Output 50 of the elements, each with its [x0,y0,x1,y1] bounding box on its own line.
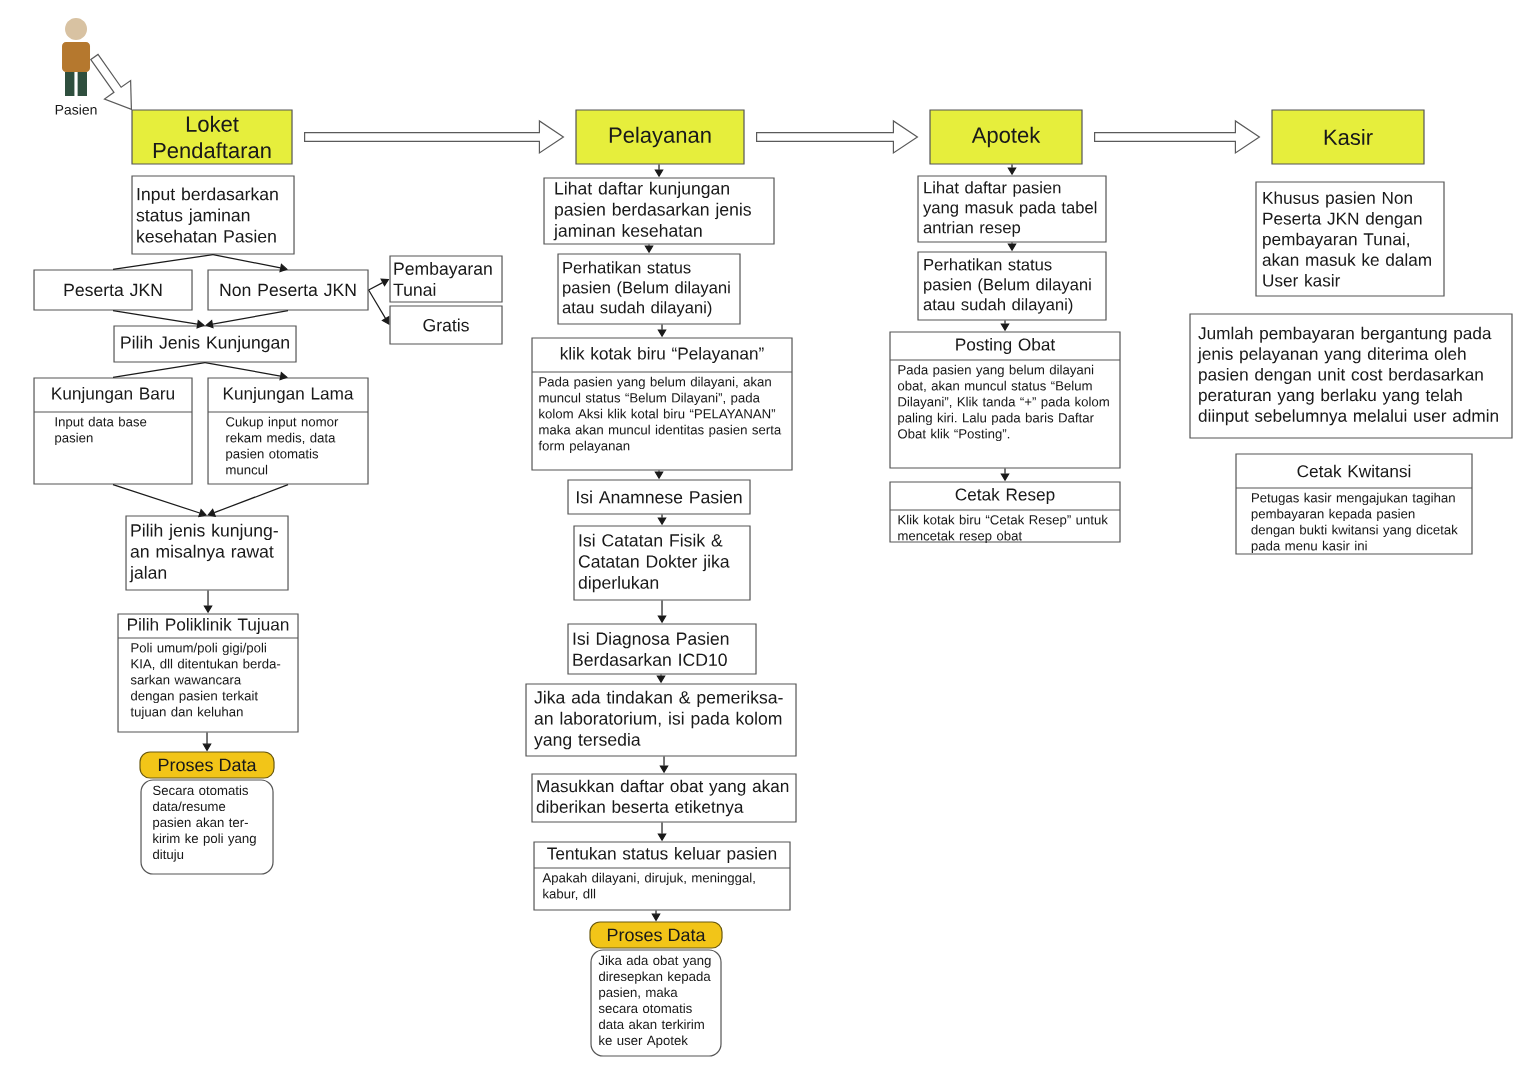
step-box: Masukkan daftar obat yang akan diberikan beserta etiketnya [531,773,797,823]
step-box [533,841,791,911]
step-box: Jika ada tindakan & pemeriksa- an laboratorium, isi pada kolom yang tersedia [525,683,797,757]
block-arrow [90,53,133,111]
step-box: Jumlah pembayaran bergantung pada jenis pelayanan yang diterima oleh pasien dengan unit cost berdasarkan peraturan yang berlaku yang telah diinput sebelumnya melalui user admin [1189,313,1513,439]
connector-line [112,254,214,270]
arrow [368,289,390,325]
step-title: Posting Obat [956,338,1056,354]
step-box: Pilih Jenis Kunjungan [113,325,297,363]
step-box: Pembayaran Tunai [389,255,503,303]
block-arrow [756,119,919,155]
step-box: Lihat daftar kunjungan pasien berdasarkan jenis jaminan kesehatan [543,177,775,245]
step-box: Lihat daftar pasien yang masuk pada tabel antrian resep [917,175,1107,243]
block-arrow [304,119,565,155]
step-box: Gratis [389,305,503,345]
arrow [212,254,288,273]
step-title: Kunjungan Baru [52,387,174,403]
step-box: Pilih jenis kunjung- an misalnya rawat jalan [125,515,289,591]
stage-box: Loket Pendaftaran [131,109,293,165]
status-pill: Proses Data [139,751,275,779]
block-arrow [1094,119,1261,155]
arrow [112,310,205,329]
step-title: Kunjungan Lama [223,387,354,403]
step-box: Isi Diagnosa Pasien Berdasarkan ICD10 [567,623,757,675]
step-box [207,377,369,485]
arrow [204,362,288,381]
step-box [531,337,793,471]
step-box: Peserta JKN [33,269,193,311]
step-box [889,481,1121,544]
arrow [205,310,289,329]
step-box [889,331,1121,469]
status-pill: Proses Data [589,921,723,949]
step-box [1235,453,1473,555]
step-title: klik kotak biru “Pelayanan” [560,347,764,363]
step-box [33,377,193,485]
step-box: Perhatikan status pasien (Belum dilayani atau sudah dilayani) [557,253,741,325]
step-title: Pilih Poliklinik Tujuan [128,618,289,634]
step-box: Khusus pasien Non Peserta JKN dengan pembayaran Tunai, akan masuk ke dalam User kasir [1255,181,1445,297]
step-title: Tentukan status keluar pasien [547,847,777,863]
step-title: Cetak Resep [955,488,1055,504]
stage-box: Apotek [929,109,1083,165]
step-box: Input berdasarkan status jaminan kesehatan Pasien [131,175,295,255]
step-box: Perhatikan status pasien (Belum dilayani atau sudah dilayani) [917,251,1107,321]
step-title: Cetak Kwitansi [1297,464,1411,478]
step-box: Isi Anamnese Pasien [567,479,751,515]
step-box [117,613,299,733]
stage-box: Kasir [1271,109,1425,165]
step-box: Non Peserta JKN [207,269,369,311]
step-box: Isi Catatan Fisik & Catatan Dokter jika diperlukan [573,525,751,601]
stage-box: Pelayanan [575,109,745,165]
